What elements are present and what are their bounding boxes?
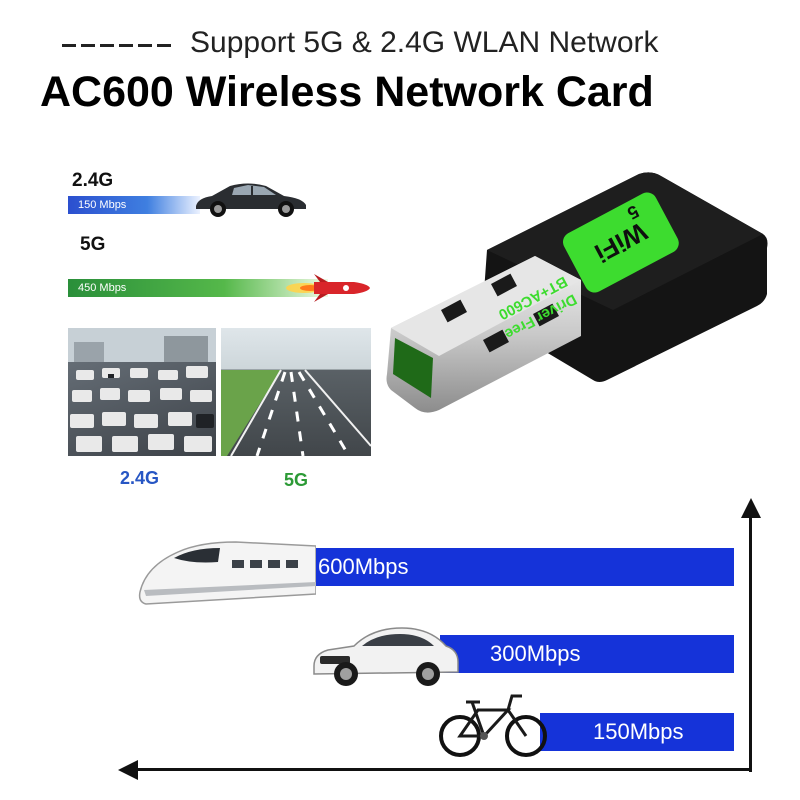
vertical-axis (749, 510, 752, 772)
speed-bar-5g: 450 Mbps (68, 279, 328, 297)
speed-label-600: 600Mbps (318, 554, 409, 579)
band-label-24g: 2.4G (72, 170, 114, 191)
speed-label-300: 300Mbps (490, 641, 581, 666)
axis-arrow-up-icon (741, 498, 761, 518)
subtitle-dashes (62, 44, 174, 47)
speed-label-24g: 150 Mbps (78, 199, 127, 211)
speed-bar-300: 300Mbps (440, 635, 734, 673)
band-label-5g: 5G (80, 234, 106, 255)
speed-bar-600: 600Mbps (290, 548, 734, 586)
bicycle-icon (439, 694, 547, 757)
wifi-label-badge (563, 192, 679, 293)
bullet-train-icon (138, 541, 316, 605)
traffic-jam-photo (68, 328, 216, 456)
horizontal-axis (130, 768, 752, 771)
speed-label-150: 150Mbps (593, 719, 684, 744)
speed-bar-150: 150Mbps (540, 713, 734, 751)
speed-label-5g: 450 Mbps (78, 282, 127, 294)
caption-5g: 5G (284, 470, 309, 490)
car-icon (313, 627, 459, 686)
page-title: AC600 Wireless Network Card (40, 68, 654, 116)
axis-arrow-left-icon (118, 760, 138, 780)
empty-road-photo (221, 328, 371, 456)
sedan-icon (196, 183, 306, 217)
usb-adapter-image: WiFi 5 Driver Free BT+AC600 (386, 172, 768, 413)
rocket-icon (286, 274, 370, 302)
subtitle: Support 5G & 2.4G WLAN Network (190, 26, 659, 59)
caption-24g: 2.4G (120, 468, 160, 488)
speed-bar-24g: 150 Mbps (68, 196, 200, 214)
